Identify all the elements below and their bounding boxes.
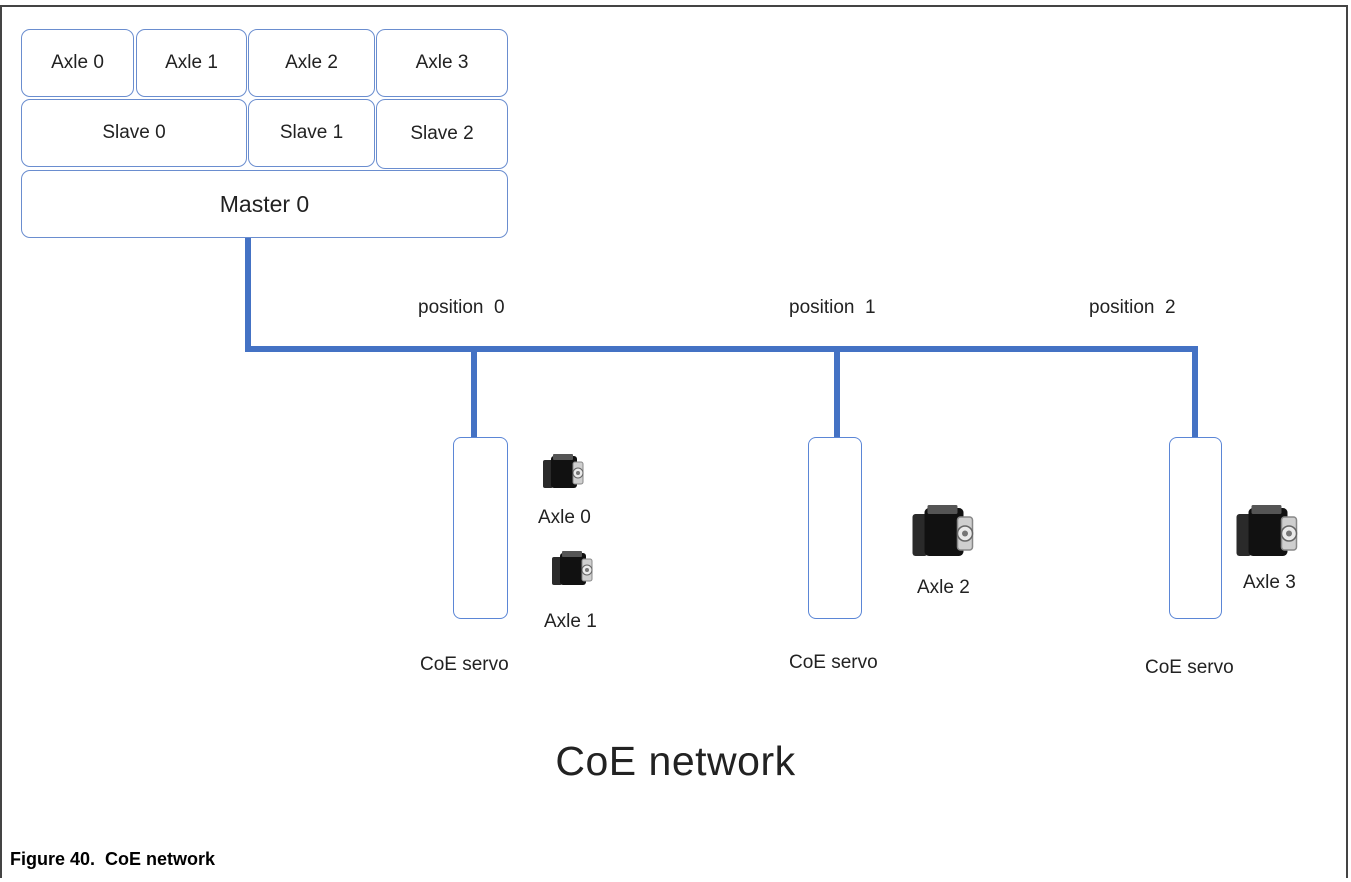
- motor-label-axle-2: Axle 2: [917, 577, 970, 598]
- network-title: CoE network: [555, 738, 796, 784]
- stepper-motor-icon: [912, 505, 974, 556]
- stack-slave-1: Slave 1: [248, 99, 375, 167]
- coe-servo-1: [808, 437, 862, 619]
- motor-label-axle-0: Axle 0: [538, 507, 591, 528]
- stack-axle-1: Axle 1: [136, 29, 247, 97]
- position-label-0: position 0: [418, 297, 505, 318]
- figure-caption: Figure 40. CoE network: [10, 849, 216, 869]
- stack-slave-0: Slave 0: [21, 99, 247, 167]
- servo-label-2: CoE servo: [1145, 657, 1234, 678]
- bus-main-line: [245, 346, 1198, 352]
- bus-drop-0: [471, 349, 477, 439]
- coe-servo-2: [1169, 437, 1222, 619]
- servo-label-0: CoE servo: [420, 654, 509, 675]
- bus-drop-2: [1192, 349, 1198, 439]
- stepper-motor-icon: [552, 551, 593, 585]
- stepper-motor-icon: [543, 454, 584, 488]
- motor-label-axle-1: Axle 1: [544, 611, 597, 632]
- motor-label-axle-3: Axle 3: [1243, 572, 1296, 593]
- figure-frame: [0, 5, 1348, 878]
- position-label-2: position 2: [1089, 297, 1176, 318]
- bus-drop-master: [245, 238, 251, 351]
- stack-axle-3: Axle 3: [376, 29, 508, 97]
- stack-axle-2: Axle 2: [248, 29, 375, 97]
- bus-drop-1: [834, 349, 840, 439]
- stepper-motor-icon: [1236, 505, 1298, 556]
- servo-label-1: CoE servo: [789, 652, 878, 673]
- stack-slave-2: Slave 2: [376, 99, 508, 169]
- stack-axle-0: Axle 0: [21, 29, 134, 97]
- coe-servo-0: [453, 437, 508, 619]
- position-label-1: position 1: [789, 297, 876, 318]
- stack-master: Master 0: [21, 170, 508, 238]
